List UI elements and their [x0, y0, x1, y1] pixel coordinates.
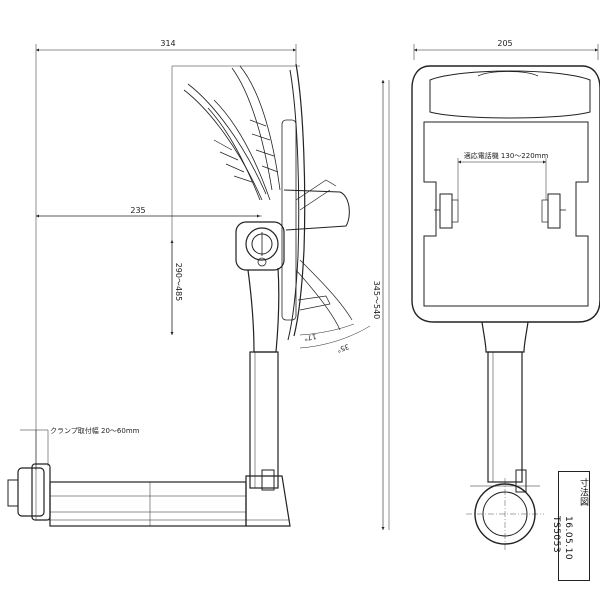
title-block-code: TS5053 [551, 516, 561, 554]
angle-label-35: 35° [336, 342, 350, 354]
dim-label-290-485: 290～485 [174, 263, 183, 302]
title-block-date: 16.05.10 [563, 516, 573, 561]
dim-label-clamp-range: クランプ取付幅 20～60mm [50, 426, 140, 435]
dim-label-235: 235 [130, 206, 145, 215]
side-view [7, 44, 390, 530]
title-block-label: 寸法図 [578, 478, 588, 507]
dim-label-345-540: 345～540 [372, 281, 381, 320]
dim-label-device-range: 適応電話機 130～220mm [464, 151, 549, 160]
title-block: 寸法図 16.05.10 TS5053 [551, 471, 590, 581]
front-view [411, 44, 600, 552]
dim-label-205: 205 [497, 39, 512, 48]
angle-label-17: 17° [303, 332, 317, 342]
dim-label-314: 314 [160, 39, 175, 48]
